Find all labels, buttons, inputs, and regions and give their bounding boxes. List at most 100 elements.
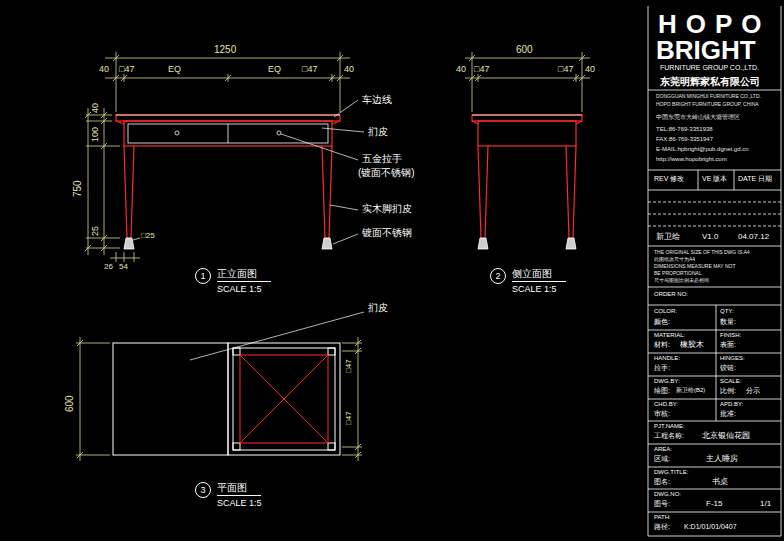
dimension-text: 100 [91, 127, 101, 142]
label-text: 图名: [654, 478, 670, 486]
label-text: 比例: [720, 387, 736, 395]
label-text: 数量: [720, 318, 736, 326]
label-text: 实木脚扪皮 [362, 203, 412, 214]
label-text: VE 版本 [702, 175, 727, 183]
dimension-text: □47 [119, 65, 134, 75]
label-text: MATERIAL: [654, 332, 685, 339]
label-text: 此图纸原尺寸为A4 [654, 257, 695, 263]
label-text: 北京银仙花园 [702, 432, 750, 441]
dimension-lines [76, 52, 590, 461]
label-text: ORDER NO: [654, 291, 688, 298]
label-text: V1.0 [702, 233, 718, 242]
label-text: SCALE: [720, 378, 741, 385]
view-name: 侧立面图 [512, 268, 566, 282]
label-text: 材料: [654, 341, 670, 349]
label-text: 扪皮 [368, 126, 388, 137]
dimension-text: □47 [345, 411, 354, 425]
label-text: 主人睡房 [706, 455, 738, 464]
scale-text: SCALE 1:5 [512, 285, 557, 295]
label-text: 审核: [654, 410, 670, 418]
dimension-text: □47 [345, 359, 354, 373]
label-text: 镀面不锈钢 [362, 227, 412, 238]
label-text: FINISH: [720, 332, 741, 339]
label-text: QTY: [720, 308, 734, 315]
label-text: F-15 [706, 500, 722, 509]
label-text: 分示 [746, 387, 760, 395]
label-text: (镀面不锈钢) [358, 167, 415, 178]
label-text: HANDLE: [654, 355, 680, 362]
plan-view [113, 343, 340, 455]
dimension-text: 25 [91, 226, 101, 236]
label-text: 书桌 [712, 478, 728, 487]
callout-number: 3 [195, 482, 211, 498]
dimension-text: 40 [344, 65, 354, 75]
label-text: DONGGUAN MINGHUI FURNITURE CO.,LTD. [656, 94, 761, 100]
label-text: E-MAIL:hpbright@pub.dgnet.gd.cn [656, 146, 748, 153]
label-text: THE ORIGINAL SIZE OF THIS DWG IS A4 [654, 250, 750, 256]
label-text: 橡胶木 [680, 341, 704, 350]
label-text: DWG.TITLE: [654, 469, 688, 476]
dimension-text: 40 [91, 103, 101, 113]
dimension-text: 750 [72, 180, 83, 197]
scale-text: SCALE 1:5 [217, 285, 262, 295]
callout-number: 2 [490, 268, 506, 284]
label-text: PATH: [654, 514, 671, 521]
label-text: BRIGHT [656, 36, 756, 65]
dimension-text: 600 [516, 44, 533, 55]
dimension-text: □47 [302, 65, 317, 75]
label-text: DIMENSIONS MEASURE MAY NOT [654, 264, 736, 270]
label-text: 04.07.12 [738, 233, 769, 242]
label-text: 五金拉手 [362, 153, 402, 164]
view-title: 3 平面图 SCALE 1:5 [195, 482, 266, 511]
label-text: 尺寸与图面比例未必相同 [654, 278, 709, 284]
label-text: 中国东莞市大岭山镇大塘管理区 [656, 114, 740, 121]
label-text: HOPO BRIGHT FURNITURE GROUP, CHINA [656, 102, 759, 108]
label-text: 区域: [654, 455, 670, 463]
dimension-text: EQ [168, 65, 181, 75]
leader-lines [133, 100, 364, 360]
label-text: 批准: [720, 410, 736, 418]
label-text: REV 修改 [654, 175, 684, 183]
label-text: 颜色: [654, 318, 670, 326]
dimension-text: □25 [141, 232, 155, 241]
label-text: 工程名称: [654, 432, 684, 440]
label-text: BE PROPORTIONAL [654, 271, 702, 277]
dimension-text: 54 [119, 263, 128, 272]
dimension-text: □47 [474, 65, 489, 75]
view-name: 平面图 [217, 482, 261, 496]
label-text: DWG.BY: [654, 378, 680, 385]
side-view-desk [472, 115, 582, 238]
side-view-detail [472, 115, 582, 249]
dimension-text: EQ [268, 65, 281, 75]
label-text: COLOR: [654, 308, 677, 315]
label-text: 路径: [654, 523, 670, 531]
view-name: 正立面图 [217, 268, 271, 282]
scale-text: SCALE 1:5 [217, 499, 262, 509]
label-text: 表面: [720, 341, 736, 349]
label-text: FURNITURE GROUP CO.,LTD. [660, 64, 759, 72]
title-block-frame [648, 6, 781, 536]
label-text: CHD.BY: [654, 401, 678, 408]
label-text: 东莞明辉家私有限公司 [660, 76, 760, 87]
label-text: APD.BY: [720, 401, 743, 408]
label-text: K:D1/01/01/0407 [684, 523, 737, 531]
label-text: 图号: [654, 500, 670, 508]
label-text: http://www.hopobright.com [656, 156, 727, 163]
label-text: TEL:86-769-3351938 [656, 126, 713, 133]
label-text: HINGES: [720, 355, 745, 362]
label-text: 1/1 [760, 500, 771, 509]
label-text: AREA: [654, 446, 672, 453]
dimension-text: 40 [585, 65, 595, 75]
front-view-desk [116, 115, 340, 238]
label-text: 新卫绘(B2) [676, 387, 705, 394]
dimension-text: □47 [558, 65, 573, 75]
label-text: 扪皮 [368, 302, 388, 313]
label-text: PJT.NAME: [654, 423, 685, 430]
dimension-text: 600 [64, 395, 75, 412]
label-text: 新卫绘 [656, 233, 680, 242]
label-text: 车边线 [362, 94, 392, 105]
label-text: 绘图: [654, 387, 670, 395]
label-text: 铰链: [720, 364, 736, 372]
view-title: 1正立面图SCALE 1:5 [195, 268, 275, 297]
label-text: 拉手: [654, 364, 670, 372]
